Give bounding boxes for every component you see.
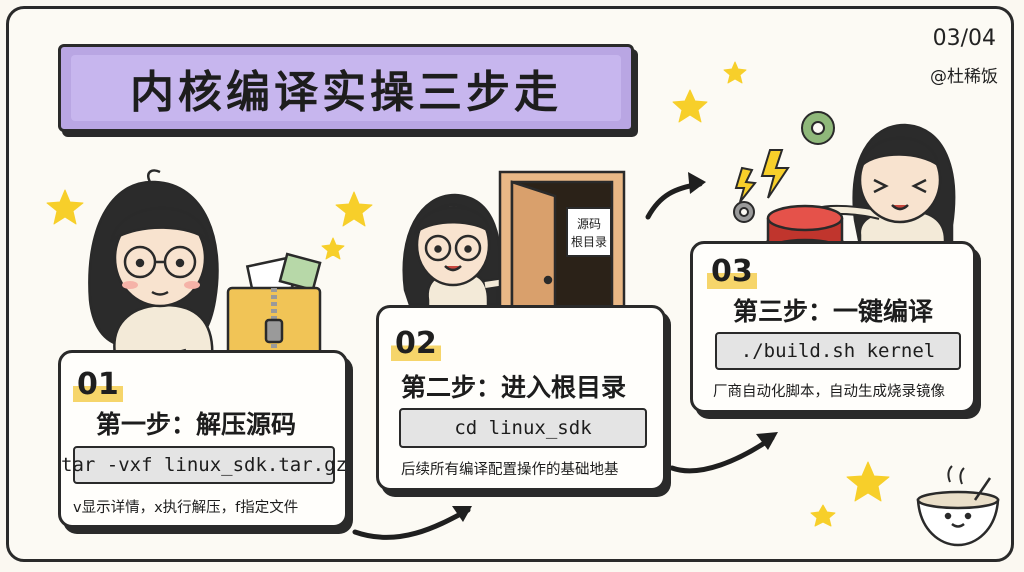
lightning-icon — [734, 149, 790, 203]
star-icon — [46, 189, 84, 225]
author-handle: @杜稀饭 — [930, 67, 998, 87]
page-number: 03/04 — [932, 26, 996, 51]
star-icon — [723, 61, 747, 84]
arrow-icon — [352, 507, 471, 540]
star-icon — [672, 89, 708, 123]
soup-bowl-icon — [916, 465, 1000, 547]
step-note: v显示详情，x执行解压，f指定文件 — [73, 500, 299, 516]
star-icon — [335, 191, 373, 227]
title-banner-inner — [71, 55, 621, 121]
page-title: 内核编译实操三步走 — [130, 67, 562, 118]
arrow-icon — [669, 435, 775, 474]
door-sign-line1: 源码 — [577, 217, 601, 231]
step-number: 02 — [391, 326, 441, 361]
step-number: 01 — [73, 367, 123, 402]
step-title: 第一步：解压源码 — [96, 410, 297, 439]
step-card-1: 01 第一步：解压源码 tar -vxf linux_sdk.tar.gz v显… — [58, 350, 348, 528]
command-box[interactable]: cd linux_sdk — [399, 408, 647, 448]
command-box[interactable]: tar -vxf linux_sdk.tar.gz — [61, 446, 347, 484]
star-icon — [321, 237, 345, 260]
character-unzip — [88, 169, 219, 367]
gear-icon — [733, 201, 755, 223]
door-sign-line2: 根目录 — [571, 235, 607, 249]
step-title: 第二步：进入根目录 — [401, 373, 627, 402]
step-card-2: 02 第二步：进入根目录 cd linux_sdk 后续所有编译配置操作的基础地… — [376, 305, 666, 491]
step-note: 厂商自动化脚本，自动生成烧录镜像 — [713, 384, 945, 400]
star-icon — [810, 504, 836, 527]
step-card-3: 03 第三步：一键编译 ./build.sh kernel 厂商自动化脚本，自动… — [690, 241, 976, 413]
command-box[interactable]: ./build.sh kernel — [715, 332, 961, 370]
gear-icon — [801, 111, 835, 145]
star-icon — [846, 461, 890, 502]
door-sign — [566, 207, 612, 257]
step-title: 第三步：一键编译 — [733, 297, 934, 326]
step-note: 后续所有编译配置操作的基础地基 — [401, 462, 619, 478]
title-banner: 内核编译实操三步走 — [58, 44, 634, 132]
step-number: 03 — [707, 254, 757, 289]
